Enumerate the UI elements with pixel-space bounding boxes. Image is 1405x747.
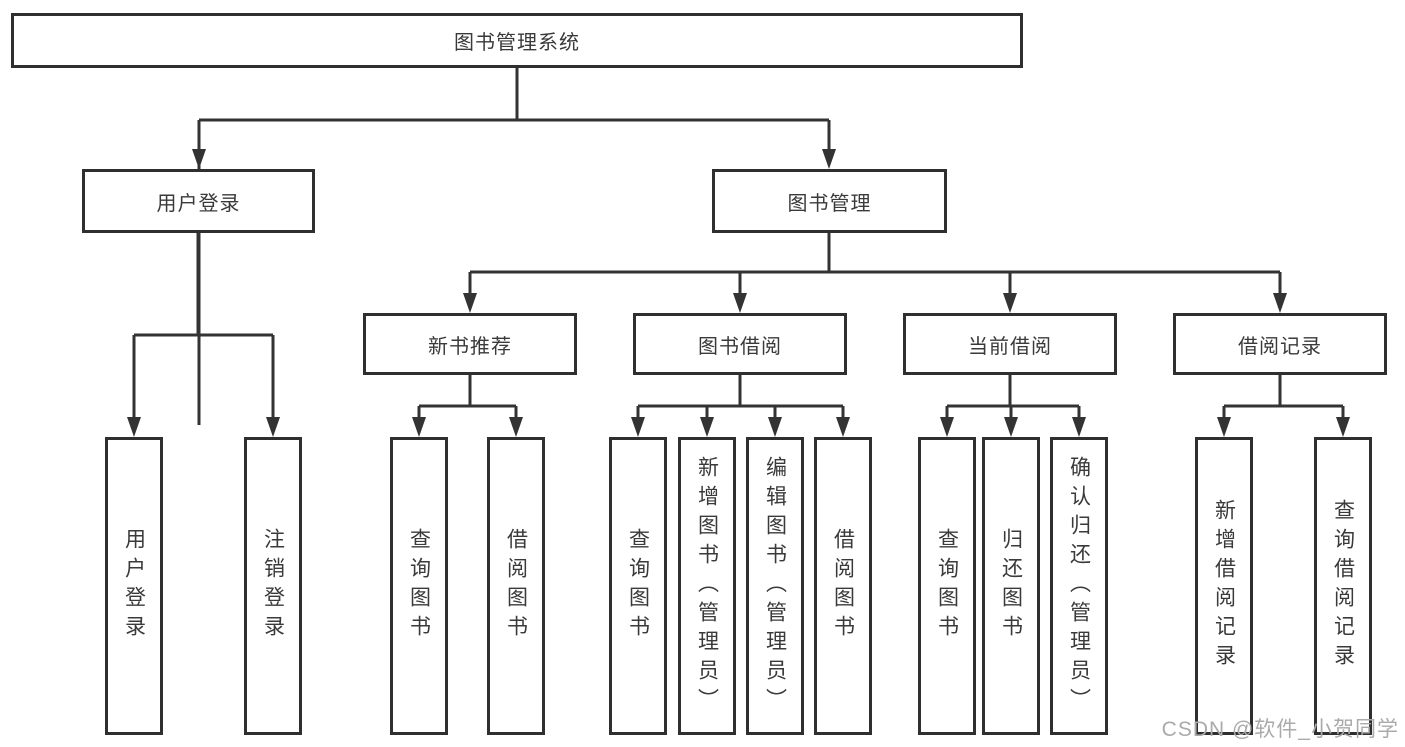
leaf-label: 新增图书（管理员） <box>695 455 719 717</box>
leaf-label: 查询图书 <box>407 528 431 644</box>
node-current-borrow: 当前借阅 <box>903 313 1117 375</box>
node-root-system: 图书管理系统 <box>11 13 1023 68</box>
leaf-add-book-admin: 新增图书（管理员） <box>678 437 736 735</box>
csdn-watermark: CSDN @软件_小贺同学 <box>1161 718 1399 741</box>
node-book-borrow: 图书借阅 <box>633 313 847 375</box>
node-new-book-recommend: 新书推荐 <box>363 313 577 375</box>
leaf-query-books-1: 查询图书 <box>390 437 448 735</box>
leaf-label: 用户登录 <box>122 528 146 644</box>
leaf-query-borrow-record: 查询借阅记录 <box>1314 437 1372 735</box>
leaf-query-books-3: 查询图书 <box>918 437 976 735</box>
leaf-edit-book-admin: 编辑图书（管理员） <box>746 437 804 735</box>
leaf-borrow-books-2: 借阅图书 <box>814 437 872 735</box>
leaf-query-books-2: 查询图书 <box>609 437 667 735</box>
leaf-label: 归还图书 <box>999 528 1023 644</box>
leaf-borrow-books-1: 借阅图书 <box>487 437 545 735</box>
leaf-logout: 注销登录 <box>244 437 302 735</box>
leaf-label: 查询借阅记录 <box>1331 499 1355 673</box>
leaf-label: 查询图书 <box>626 528 650 644</box>
node-borrow-records: 借阅记录 <box>1173 313 1387 375</box>
leaf-user-login: 用户登录 <box>105 437 163 735</box>
leaf-add-borrow-record: 新增借阅记录 <box>1195 437 1253 735</box>
node-book-management-branch: 图书管理 <box>712 169 947 233</box>
leaf-confirm-return-admin: 确认归还（管理员） <box>1050 437 1108 735</box>
leaf-return-book: 归还图书 <box>982 437 1040 735</box>
leaf-label: 确认归还（管理员） <box>1067 455 1091 717</box>
leaf-label: 查询图书 <box>935 528 959 644</box>
node-user-login-branch: 用户登录 <box>82 169 315 233</box>
leaf-label: 编辑图书（管理员） <box>763 455 787 717</box>
leaf-label: 借阅图书 <box>504 528 528 644</box>
leaf-label: 借阅图书 <box>831 528 855 644</box>
leaf-label: 注销登录 <box>261 528 285 644</box>
leaf-label: 新增借阅记录 <box>1212 499 1236 673</box>
